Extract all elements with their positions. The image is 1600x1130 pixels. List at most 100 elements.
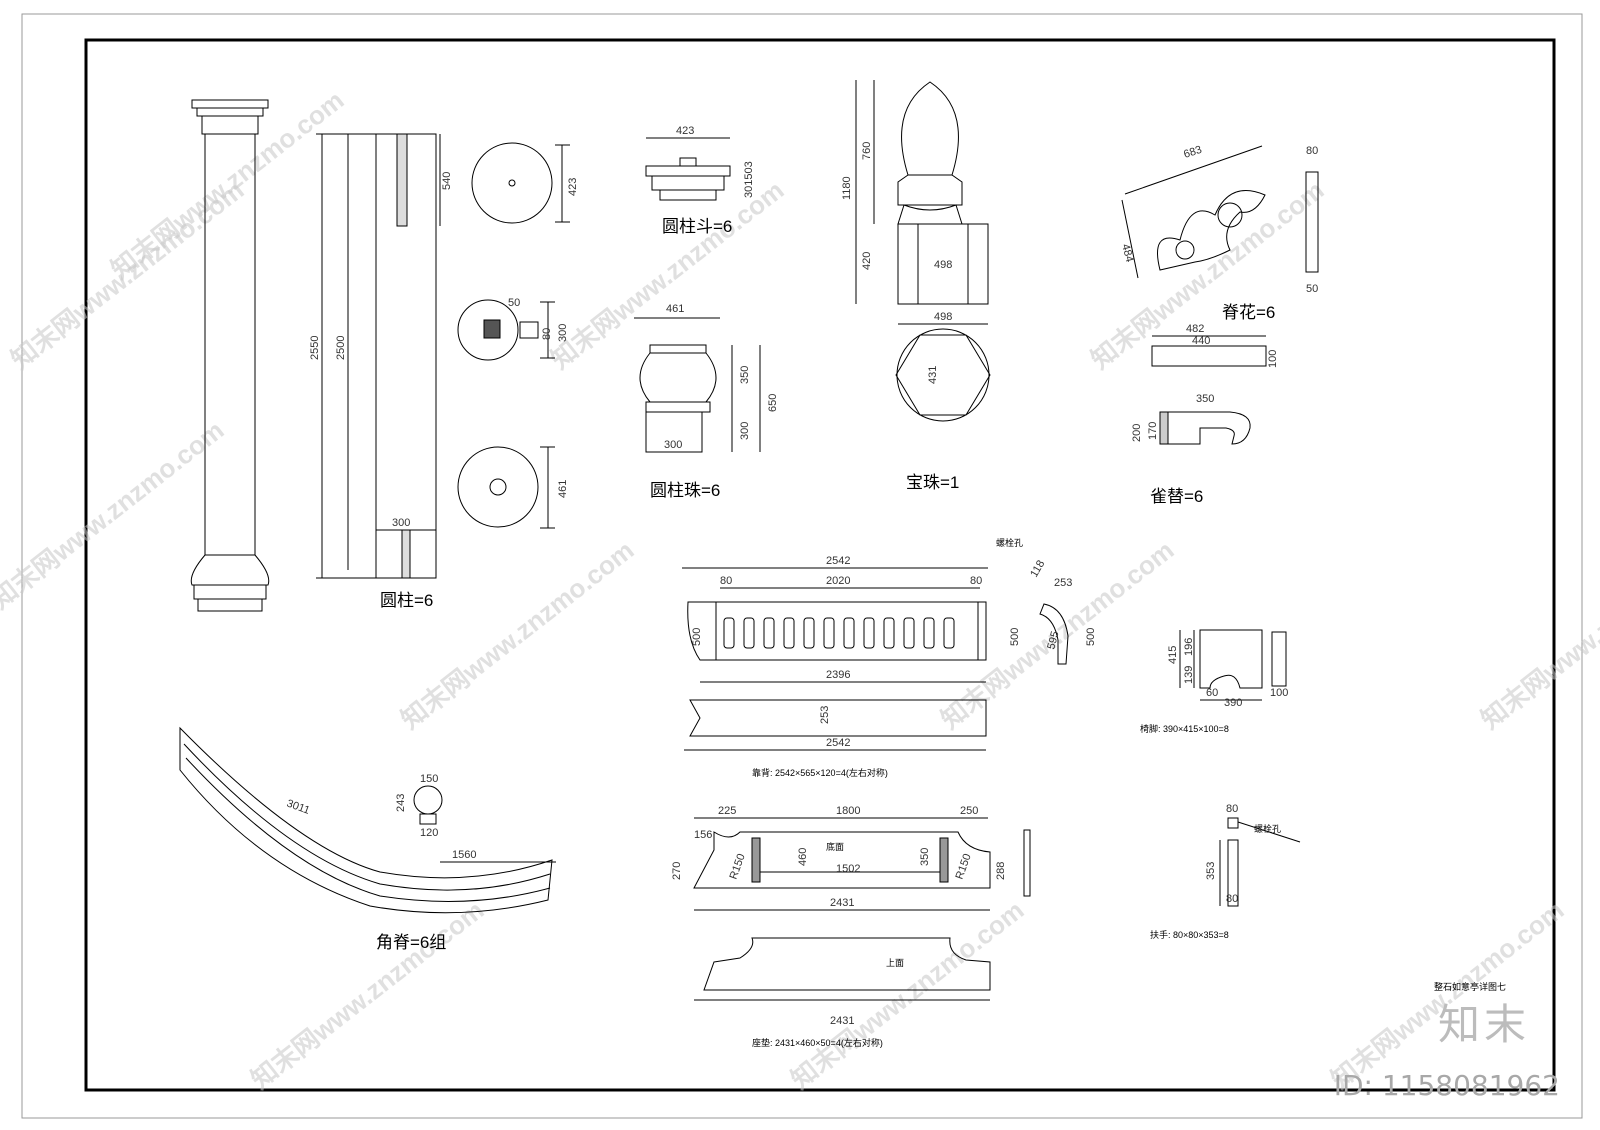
label-seat-leg: 椅脚: 390×415×100=8 <box>1140 723 1229 734</box>
dim-bk-80b: 80 <box>970 575 982 587</box>
backrest-balusters <box>723 617 955 649</box>
label-column: 圆柱=6 <box>380 591 433 610</box>
dim-bk-500b: 500 <box>1009 628 1021 646</box>
dim-bk-2396: 2396 <box>826 669 850 681</box>
dim-jewel-431: 431 <box>927 366 939 384</box>
dim-cap-301503: 301503 <box>743 161 755 198</box>
label-bolt-hole-2: 螺栓孔 <box>1254 823 1281 834</box>
dim-lg-390: 390 <box>1224 697 1242 709</box>
dim-br-200: 200 <box>1131 424 1143 442</box>
watermark: 知末网www.znzmo.com <box>395 535 639 735</box>
jewel-drawing <box>855 80 991 422</box>
column-cap-drawing <box>645 137 731 201</box>
dim-bk-500: 500 <box>691 628 703 646</box>
dim-bk-595: 595 <box>1045 630 1061 651</box>
dim-st-288: 288 <box>995 862 1007 880</box>
dim-lg-60: 60 <box>1206 687 1218 699</box>
dim-st-225: 225 <box>718 805 736 817</box>
dim-lg-415: 415 <box>1167 646 1179 664</box>
dim-bk-2542: 2542 <box>826 555 850 567</box>
dim-jewel-498b: 498 <box>934 311 952 323</box>
dim-jewel-1180: 1180 <box>841 176 853 200</box>
dim-jewel-420: 420 <box>861 252 873 270</box>
dim-bead-650: 650 <box>767 394 779 412</box>
label-top-face: 上面 <box>886 958 904 968</box>
seat-leg-drawing <box>1179 629 1287 701</box>
corner-ridge-drawing <box>179 726 556 914</box>
watermark: 知末网www.znzmo.com <box>245 895 489 1095</box>
dim-bk-253: 253 <box>819 706 831 724</box>
dim-col-540: 540 <box>441 172 453 190</box>
dim-ar-80b: 80 <box>1226 893 1238 905</box>
seat-drawing <box>693 817 1031 1001</box>
dim-bk-2542b: 2542 <box>826 737 850 749</box>
dim-cr-243: 243 <box>395 794 407 812</box>
label-bottom-face: 底面 <box>826 841 844 852</box>
dim-flower-683: 683 <box>1182 144 1203 161</box>
dim-bk-253b: 253 <box>1054 577 1072 589</box>
dim-br-482: 482 <box>1186 323 1204 335</box>
dim-bead-base: 300 <box>664 439 682 451</box>
dim-st-350: 350 <box>919 848 931 866</box>
dim-flower-80: 80 <box>1306 145 1318 157</box>
dim-br-350: 350 <box>1196 393 1214 405</box>
dim-st-250: 250 <box>960 805 978 817</box>
column-elevation <box>190 99 441 612</box>
dim-bk-80a: 80 <box>720 575 732 587</box>
outer-border <box>21 13 1583 1119</box>
dim-jewel-760: 760 <box>861 142 873 160</box>
column-plan-views <box>457 142 570 529</box>
dim-col-2500: 2500 <box>335 336 347 360</box>
label-bolt-hole: 螺栓孔 <box>996 537 1023 548</box>
dim-st-1800: 1800 <box>836 805 860 817</box>
brand-logo: 知末 <box>1437 1000 1530 1049</box>
watermark-layer: 知末网www.znzmo.com 知末网www.znzmo.com 知末网www… <box>0 85 1600 1095</box>
dim-cr-120: 120 <box>420 827 438 839</box>
dim-st-460: 460 <box>797 848 809 866</box>
dim-bead-461: 461 <box>666 303 684 315</box>
dim-cr-3011: 3011 <box>285 798 311 817</box>
dim-disc-50: 50 <box>508 297 520 309</box>
dim-br-100: 100 <box>1267 350 1279 368</box>
dim-br-170: 170 <box>1147 422 1159 440</box>
inner-border <box>84 38 1556 1092</box>
watermark: 知末网www.znzmo.com <box>1475 535 1600 735</box>
dim-st-R150b: R150 <box>954 852 974 881</box>
label-column-cap: 圆柱斗=6 <box>662 217 732 236</box>
dim-bk-118: 118 <box>1028 558 1047 579</box>
dim-disc-80: 80 <box>541 328 553 340</box>
dim-st-R150a: R150 <box>728 852 748 881</box>
dim-lg-100: 100 <box>1270 687 1288 699</box>
dim-flower-50: 50 <box>1306 283 1318 295</box>
dim-col-300: 300 <box>392 517 410 529</box>
dim-bk-2020: 2020 <box>826 575 850 587</box>
dim-bead-350: 350 <box>739 366 751 384</box>
dim-st-2431b: 2431 <box>830 1015 854 1027</box>
id-text: ID: 1158081962 <box>1333 1069 1560 1102</box>
label-column-bead: 圆柱珠=6 <box>650 481 720 500</box>
dim-st-1502: 1502 <box>836 863 860 875</box>
label-armrest: 扶手: 80×80×353=8 <box>1150 929 1229 940</box>
dim-ar-353: 353 <box>1205 862 1217 880</box>
column-bead-drawing <box>634 317 761 453</box>
dim-st-156: 156 <box>694 829 712 841</box>
dim-st-2431: 2431 <box>830 897 854 909</box>
dim-cr-1560: 1560 <box>452 849 476 861</box>
dim-disc-423: 423 <box>567 178 579 196</box>
ridge-flower-drawing <box>1121 145 1319 279</box>
sheet-title: 整石如意亭详图七 <box>1434 981 1506 992</box>
dim-ar-80: 80 <box>1226 803 1238 815</box>
armrest-drawing <box>1219 817 1301 907</box>
dim-st-270: 270 <box>671 862 683 880</box>
label-jewel: 宝珠=1 <box>906 473 959 492</box>
label-bracket: 雀替=6 <box>1150 487 1203 506</box>
dim-cap-423: 423 <box>676 125 694 137</box>
dim-bead-300: 300 <box>739 422 751 440</box>
label-ridge-flower: 脊花=6 <box>1222 303 1275 322</box>
dim-cr-150: 150 <box>420 773 438 785</box>
label-backrest: 靠背: 2542×565×120=4(左右对称) <box>752 767 888 778</box>
dim-lg-196: 196 <box>1183 638 1195 656</box>
dim-flower-484: 484 <box>1119 243 1135 264</box>
watermark: 知末网www.znzmo.com <box>785 895 1029 1095</box>
